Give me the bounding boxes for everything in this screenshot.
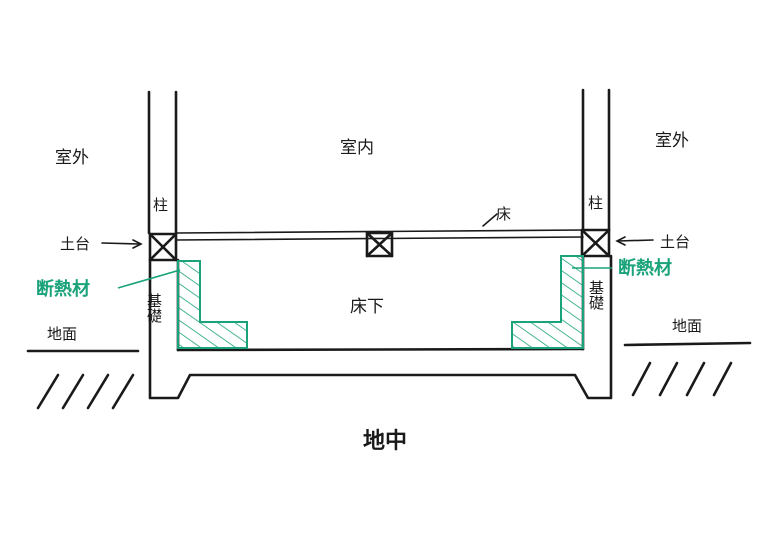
label-underground: 地中 xyxy=(363,429,407,454)
sill-box-left xyxy=(148,232,178,262)
ground-line-left xyxy=(26,349,140,410)
label-outdoor-right: 室外 xyxy=(655,131,689,151)
sill-arrow-right xyxy=(615,236,654,246)
label-post-right: 柱 xyxy=(588,194,603,212)
label-sill-right: 土台 xyxy=(660,233,690,251)
label-indoor: 室内 xyxy=(340,138,374,158)
floor-leader xyxy=(482,213,498,227)
sill-box-right xyxy=(580,228,611,258)
sill-arrow-left xyxy=(101,239,143,249)
insulation-leader-left xyxy=(117,269,181,289)
label-floor: 床 xyxy=(496,205,511,223)
label-post-left: 柱 xyxy=(153,196,168,214)
label-foundation-right: 基礎 xyxy=(587,280,605,310)
label-ground-surface-right: 地面 xyxy=(672,317,702,335)
label-foundation-left: 基礎 xyxy=(145,293,163,323)
label-sill-left: 土台 xyxy=(60,235,90,253)
joist-box-center xyxy=(365,231,394,258)
label-ground-surface-left: 地面 xyxy=(47,325,77,343)
insulation-left xyxy=(177,260,248,349)
post-right xyxy=(581,88,611,232)
floor-board xyxy=(175,229,584,241)
post-left xyxy=(147,90,178,235)
label-underfloor: 床下 xyxy=(350,297,384,317)
label-insulation-right: 断熱材 xyxy=(618,257,672,279)
label-outdoor-left: 室外 xyxy=(55,148,89,168)
label-insulation-left: 断熱材 xyxy=(36,278,90,300)
insulation-right xyxy=(511,255,584,349)
ground-line-right xyxy=(623,341,752,397)
